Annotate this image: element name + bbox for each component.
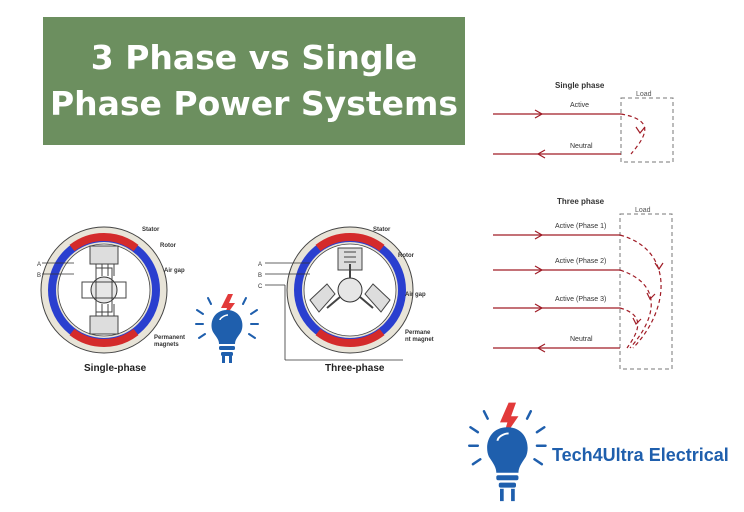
lightbulb-plug-icon xyxy=(195,294,259,363)
phase2-label: Active (Phase 2) xyxy=(555,258,606,265)
load-arrow-3 xyxy=(632,317,642,326)
phase2-arrow xyxy=(534,265,544,275)
single-phase-motor-diagram: A B Stator Rotor Air gap Permanent magne… xyxy=(37,226,185,374)
sp-magnets-label-1: Permanent xyxy=(154,335,185,341)
single-phase-heading: Single phase xyxy=(555,81,605,90)
load-arrow-1 xyxy=(654,262,664,271)
sp-magnets-label-2: magnets xyxy=(154,342,179,348)
single-phase-load-box xyxy=(620,97,674,163)
three-phase-circuit-diagram: Three phase Load Active (Phase 1) Active… xyxy=(493,197,673,370)
tp-terminal-c: C xyxy=(258,284,263,290)
three-phase-neutral-arrow xyxy=(536,343,546,353)
three-phase-neutral-label: Neutral xyxy=(570,336,593,343)
phase3-label: Active (Phase 3) xyxy=(555,296,606,303)
tp-terminal-a: A xyxy=(258,262,262,268)
neutral-arrow xyxy=(536,149,546,159)
load-path-1 xyxy=(619,234,662,349)
brand-lightning-bolt-icon xyxy=(500,402,519,440)
phase1-label: Active (Phase 1) xyxy=(555,223,606,230)
tp-stator-label: Stator xyxy=(373,227,391,233)
sp-airgap-label: Air gap xyxy=(164,268,185,274)
load-path-2 xyxy=(619,269,652,349)
sp-terminal-a: A xyxy=(37,262,41,268)
load-current-arrow xyxy=(635,126,646,135)
three-phase-heading: Three phase xyxy=(557,197,605,206)
tp-magnet-label-1: Permane xyxy=(405,330,431,336)
load-arrow-2 xyxy=(646,292,656,301)
sp-caption: Single-phase xyxy=(84,363,147,374)
phase1-arrow xyxy=(534,230,544,240)
brand-logo-icon xyxy=(468,402,547,502)
phase3-arrow xyxy=(534,303,544,313)
title-line-1: 3 Phase vs Single xyxy=(90,38,418,77)
title-line-2: Phase Power Systems xyxy=(49,84,459,123)
sp-terminal-b: B xyxy=(37,273,41,279)
three-phase-load-label: Load xyxy=(635,207,651,214)
sp-rotor-label: Rotor xyxy=(160,243,177,249)
tp-airgap-label: Air gap xyxy=(405,292,426,298)
single-phase-active-label: Active xyxy=(570,102,589,109)
tp-terminal-b: B xyxy=(258,273,262,279)
load-current-path xyxy=(620,113,646,155)
single-phase-circuit-diagram: Single phase Load Active Neutral xyxy=(493,81,674,163)
brand-name: Tech4Ultra Electrical xyxy=(552,445,729,465)
tp-caption: Three-phase xyxy=(325,363,385,374)
single-phase-neutral-label: Neutral xyxy=(570,143,593,150)
single-phase-load-label: Load xyxy=(636,91,652,98)
tp-magnet-label-2: nt magnet xyxy=(405,337,434,343)
page-title: 3 Phase vs Single Phase Power Systems xyxy=(43,17,465,145)
lightning-bolt-icon xyxy=(221,294,235,320)
three-phase-motor-diagram: A B C Stator Rotor Air gap Permane nt ma… xyxy=(258,226,434,374)
three-phase-load-box xyxy=(619,213,673,370)
tp-rotor-label: Rotor xyxy=(398,253,415,259)
active-arrow xyxy=(534,109,544,119)
sp-stator-label: Stator xyxy=(142,227,160,233)
